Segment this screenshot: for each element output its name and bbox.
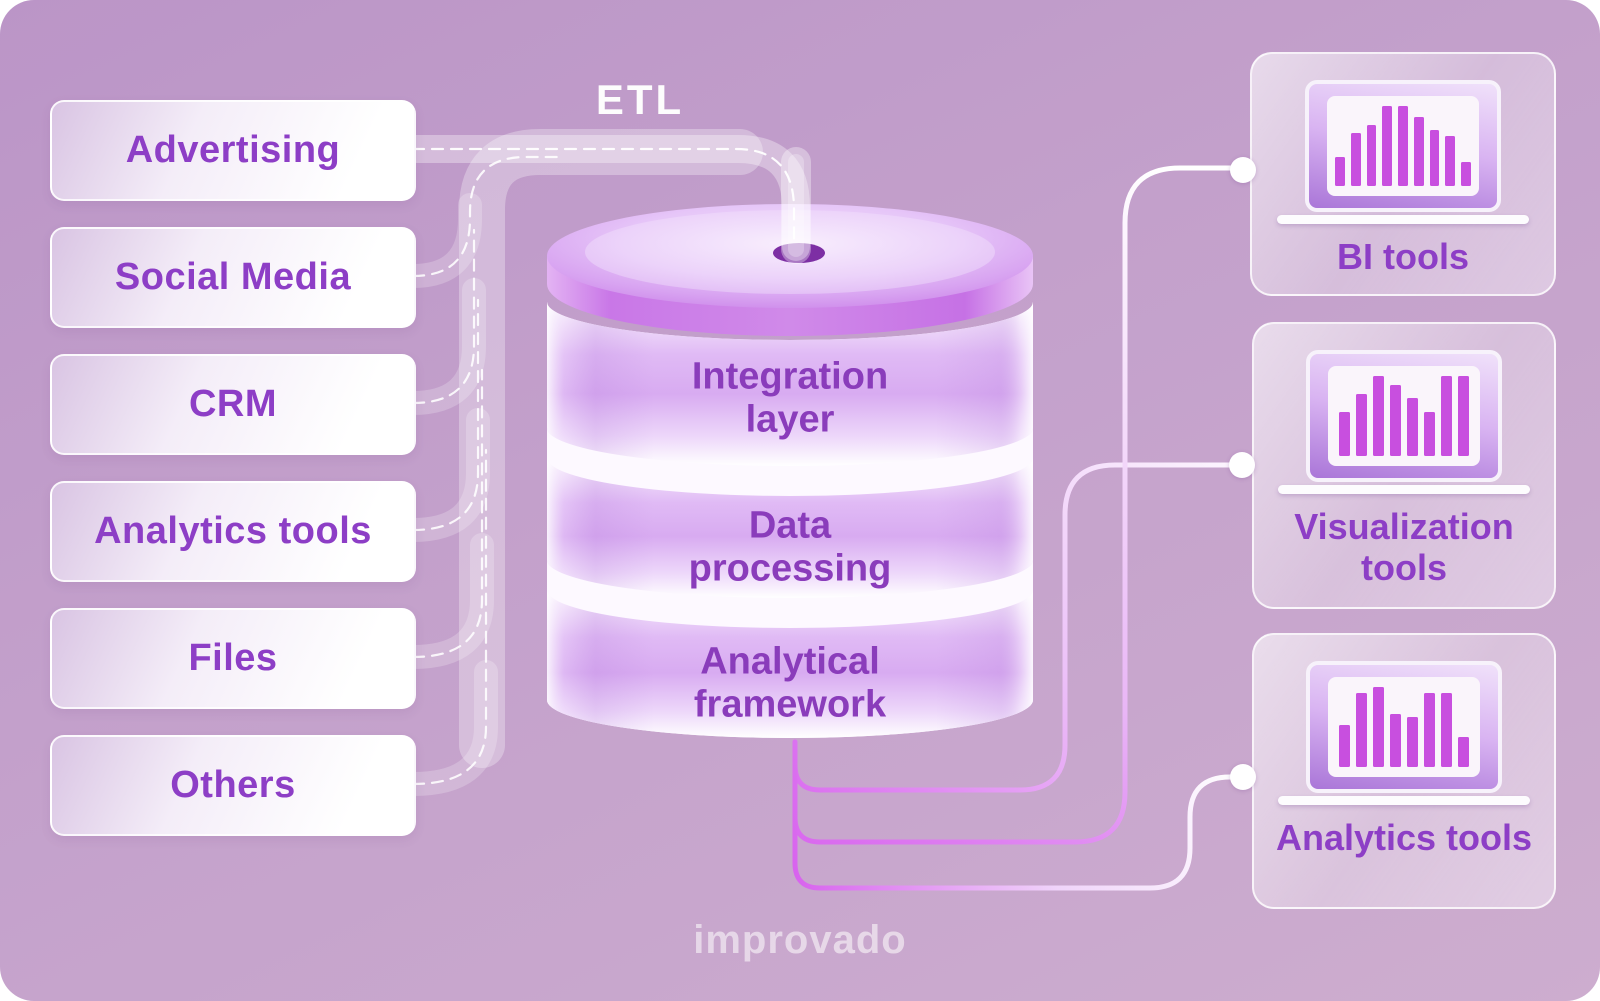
- tube-social-media: [401, 193, 482, 288]
- output-lines: [792, 165, 1246, 891]
- laptop-base: [1277, 215, 1529, 224]
- laptop-bezel: [1306, 661, 1502, 793]
- destination-card-bi-tools: BI tools: [1250, 52, 1556, 296]
- source-box-analytics-tools: Analytics tools: [50, 481, 416, 582]
- bar-chart-icon: [1328, 366, 1480, 466]
- connector-node-analytics-tools: [1230, 764, 1256, 790]
- laptop-bezel: [1305, 80, 1501, 212]
- source-box-files: Files: [50, 608, 416, 709]
- cylinder-tier-integration: [547, 302, 1033, 466]
- etl-pipe: [399, 135, 811, 264]
- source-box-others: Others: [50, 735, 416, 836]
- laptop-bezel: [1306, 350, 1502, 482]
- source-label: Social Media: [114, 256, 352, 298]
- cylinder-rim: [547, 254, 1033, 336]
- bar-chart-icon: [1328, 677, 1480, 777]
- etl-label: ETL: [595, 76, 685, 123]
- destination-label: Visualization tools: [1294, 506, 1514, 589]
- bar-chart-icon: [1327, 96, 1479, 196]
- source-label: Analytics tools: [94, 510, 372, 552]
- destination-label: Analytics tools: [1275, 817, 1533, 858]
- source-label: CRM: [188, 383, 278, 425]
- line-to-visualization-tools: [792, 462, 1245, 793]
- cylinder-inlet-hole: [773, 243, 825, 263]
- source-tubes: [401, 129, 763, 796]
- destination-label: BI tools: [1337, 236, 1469, 277]
- improvado-logo: improvado: [693, 918, 907, 962]
- source-box-crm: CRM: [50, 354, 416, 455]
- connector-node-bi-tools: [1230, 157, 1256, 183]
- laptop-icon: [1306, 661, 1502, 793]
- db-tier-label-framework: Analytical framework: [693, 640, 887, 725]
- tube-dashed-centerlines: [411, 155, 562, 786]
- source-label: Others: [170, 764, 296, 806]
- db-tier-label-integration: Integration layer: [691, 355, 889, 440]
- tube-files: [401, 533, 494, 669]
- source-box-advertising: Advertising: [50, 100, 416, 201]
- destination-card-analytics-tools: Analytics tools: [1252, 633, 1556, 909]
- tube-riser: [459, 129, 763, 768]
- connector-node-visualization-tools: [1229, 452, 1255, 478]
- cylinder-tier-framework: [547, 590, 1033, 738]
- destination-card-visualization-tools: Visualization tools: [1252, 322, 1556, 609]
- source-label: Files: [188, 637, 278, 679]
- source-label: Advertising: [125, 129, 341, 171]
- pipe-dashed-centerline: [411, 147, 796, 246]
- database-cylinder: [547, 204, 1033, 738]
- laptop-icon: [1306, 350, 1502, 482]
- line-to-analytics-tools: [792, 739, 1246, 891]
- laptop-base: [1278, 796, 1530, 805]
- laptop-base: [1278, 485, 1530, 494]
- cylinder-tier-processing: [547, 458, 1033, 598]
- tube-crm: [401, 278, 486, 415]
- tube-others: [401, 660, 498, 796]
- source-box-social-media: Social Media: [50, 227, 416, 328]
- laptop-icon: [1305, 80, 1501, 212]
- db-tier-label-processing: Data processing: [688, 504, 892, 589]
- tube-analytics-tools: [401, 408, 490, 542]
- line-to-bi-tools: [792, 165, 1246, 845]
